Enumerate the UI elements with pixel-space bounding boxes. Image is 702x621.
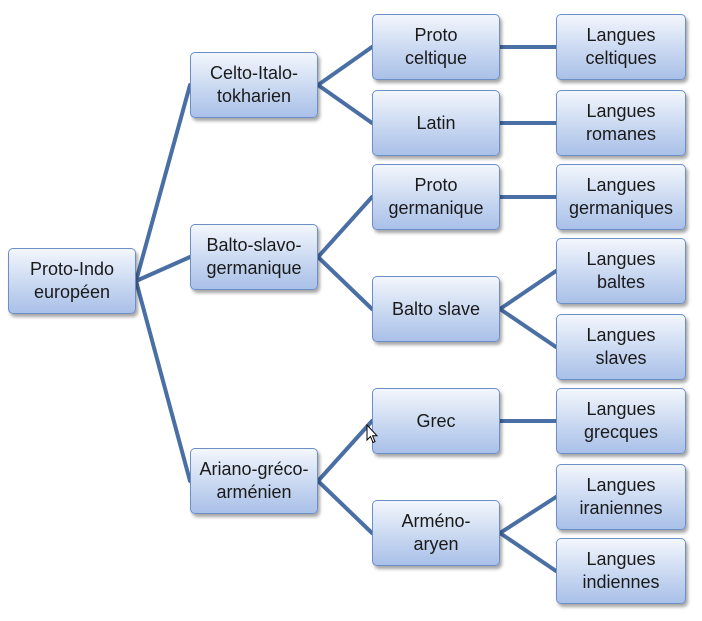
node-label: Balto slave: [391, 298, 481, 319]
connector-balto-to-balto-slave: [316, 255, 374, 311]
connector-balto-slave-to-langues-slaves: [498, 307, 558, 349]
connector-armeno-aryen-to-langues-indiennes: [498, 531, 558, 573]
node-langues-romanes: Langues romanes: [556, 90, 686, 156]
node-armeno-aryen: Arméno- aryen: [372, 500, 500, 566]
node-langues-iraniennes: Langues iraniennes: [556, 464, 686, 530]
node-label: Proto celtique: [404, 25, 468, 68]
node-langues-slaves: Langues slaves: [556, 314, 686, 380]
node-label: Langues baltes: [586, 249, 656, 292]
node-label: Langues germaniques: [568, 175, 674, 218]
node-label: Langues indiennes: [582, 549, 660, 592]
connector-celto-to-latin: [316, 83, 374, 125]
node-balto-slavo-germanique: Balto-slavo- germanique: [190, 224, 318, 290]
node-balto-slave: Balto slave: [372, 276, 500, 342]
node-label: Langues slaves: [586, 325, 656, 368]
node-label: Grec: [416, 410, 456, 431]
connector-ariano-to-grec: [316, 419, 374, 483]
node-label: Langues grecques: [583, 399, 659, 442]
node-proto-indo-europeen: Proto-Indo européen: [8, 248, 136, 314]
node-label: Langues celtiques: [585, 25, 657, 68]
node-langues-grecques: Langues grecques: [556, 388, 686, 454]
connector-balto-to-proto-germanique: [316, 195, 374, 259]
mouse-cursor-icon: [366, 424, 378, 444]
node-label: Latin: [416, 112, 456, 133]
node-latin: Latin: [372, 90, 500, 156]
node-label: Ariano-gréco- arménien: [199, 459, 309, 502]
node-proto-germanique: Proto germanique: [372, 164, 500, 230]
node-langues-baltes: Langues baltes: [556, 238, 686, 304]
node-label: Proto-Indo européen: [29, 259, 115, 302]
node-langues-germaniques: Langues germaniques: [556, 164, 686, 230]
node-grec: Grec: [372, 388, 500, 454]
node-label: Balto-slavo- germanique: [206, 235, 302, 278]
node-proto-celtique: Proto celtique: [372, 14, 500, 80]
connector-root-to-ariano: [134, 279, 192, 483]
connector-armeno-aryen-to-langues-iraniennes: [498, 495, 558, 535]
node-ariano-greco-armenien: Ariano-gréco- arménien: [190, 448, 318, 514]
node-langues-celtiques: Langues celtiques: [556, 14, 686, 80]
connector-ariano-to-armeno-aryen: [316, 479, 374, 535]
connector-root-to-celto: [134, 83, 192, 283]
node-label: Langues romanes: [585, 101, 657, 144]
node-celto-italo-tokharien: Celto-Italo- tokharien: [190, 52, 318, 118]
node-label: Arméno- aryen: [401, 511, 471, 554]
node-label: Proto germanique: [388, 175, 484, 218]
node-langues-indiennes: Langues indiennes: [556, 538, 686, 604]
connector-root-to-balto: [134, 255, 192, 283]
node-label: Langues iraniennes: [579, 475, 663, 518]
connector-balto-slave-to-langues-baltes: [498, 269, 558, 311]
connector-celto-to-proto-celtique: [316, 45, 374, 87]
node-label: Celto-Italo- tokharien: [209, 63, 299, 106]
